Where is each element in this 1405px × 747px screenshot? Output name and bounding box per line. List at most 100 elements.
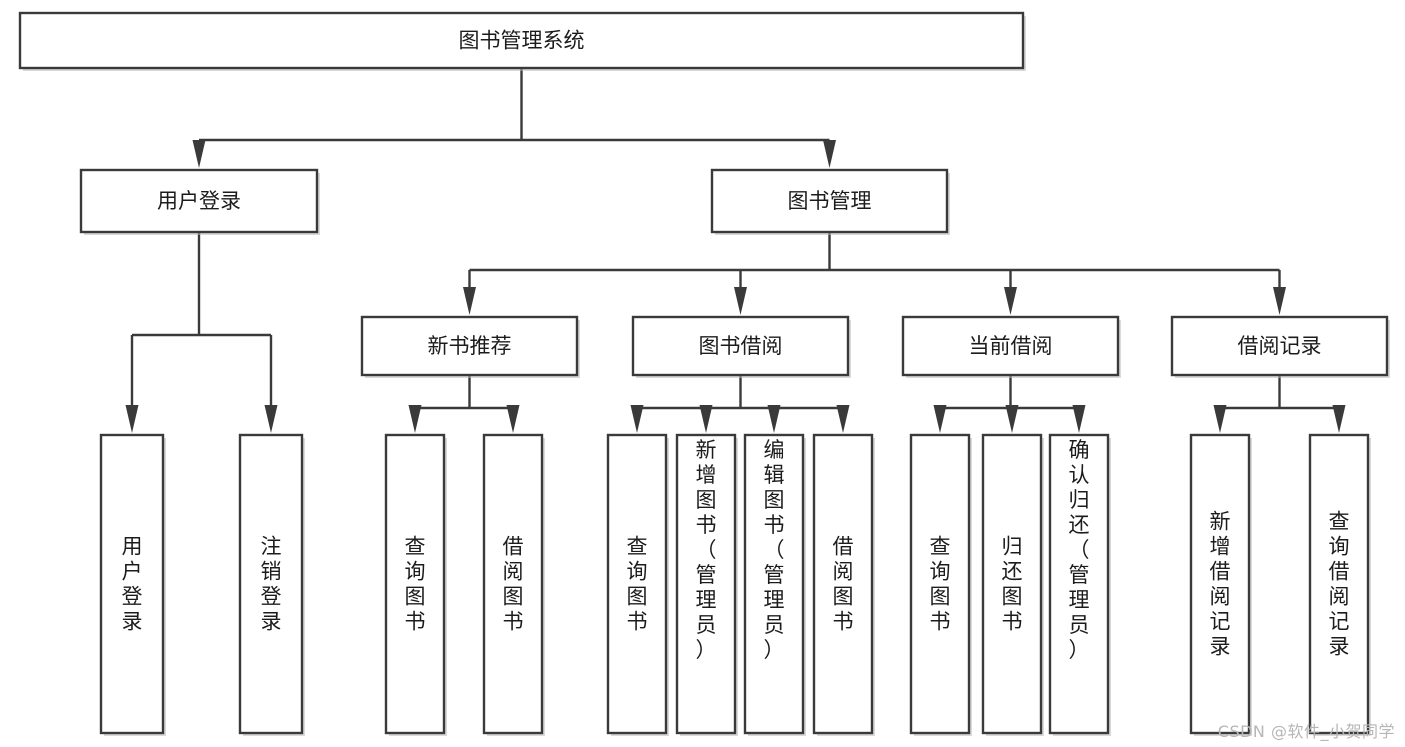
arrow-head-icon	[933, 405, 947, 433]
node-rect[interactable]	[812, 433, 874, 735]
node-label-char: 图	[696, 488, 717, 512]
node-rect[interactable]	[743, 433, 805, 735]
node-rect[interactable]	[675, 433, 737, 735]
node-rect[interactable]	[901, 315, 1120, 377]
node-book-manage[interactable]: 图书管理	[710, 168, 950, 235]
node-rect[interactable]	[79, 168, 319, 234]
arrow-head-icon	[192, 140, 206, 168]
node-label-char: 查	[930, 535, 951, 559]
node-label-char: 新	[1210, 510, 1231, 534]
node-label-char: 阅	[503, 560, 524, 584]
node-label-char: 管	[696, 563, 717, 587]
node-label-char: 阅	[833, 560, 854, 584]
node-label-char: 录	[1210, 635, 1231, 659]
node-new-book-rec[interactable]: 新书推荐	[360, 315, 580, 378]
node-label-char: 注	[261, 535, 282, 559]
node-rect[interactable]	[1170, 315, 1389, 377]
node-label: 新书推荐	[428, 334, 512, 358]
node-label-char: 阅	[1210, 585, 1231, 609]
arrow-head-icon	[1005, 405, 1019, 433]
node-label-char: 认	[1069, 463, 1090, 487]
node-rect[interactable]	[606, 433, 668, 735]
node-label-char: 归	[1002, 535, 1023, 559]
node-label-char: 增	[1210, 535, 1231, 559]
arrow-head-icon	[1273, 287, 1286, 315]
node-rect[interactable]	[631, 315, 850, 377]
node-borrow-record[interactable]: 借阅记录	[1170, 315, 1390, 378]
node-rect[interactable]	[710, 168, 949, 234]
node-user-login[interactable]: 用户登录	[79, 168, 320, 235]
node-rect[interactable]	[482, 433, 544, 735]
node-label-char: 书	[405, 610, 426, 634]
node-rect[interactable]	[1048, 433, 1110, 735]
node-label-char: 图	[405, 585, 426, 609]
arrow-head-icon	[699, 405, 713, 433]
node-label-char: 管	[764, 563, 785, 587]
csdn-watermark: CSDN @软件_小贺同学	[1217, 722, 1395, 741]
node-label-char: 录	[1329, 635, 1350, 659]
node-label-char: 录	[261, 610, 282, 634]
node-rect[interactable]	[909, 433, 971, 735]
arrow-head-icon	[264, 405, 278, 433]
node-label-char: 登	[122, 585, 143, 609]
node-label-char: 查	[405, 535, 426, 559]
node-label: 图书借阅	[699, 334, 783, 358]
node-label-char: 书	[1002, 610, 1023, 634]
arrow-head-icon	[1072, 405, 1086, 433]
node-rect[interactable]	[1308, 433, 1370, 735]
node-label-char: 记	[1210, 610, 1231, 634]
node-label-char: 书	[833, 610, 854, 634]
node-label: 借阅记录	[1238, 334, 1322, 358]
node-rect[interactable]	[981, 433, 1043, 735]
node-rect[interactable]	[99, 433, 165, 735]
node-current-borrow[interactable]: 当前借阅	[901, 315, 1121, 378]
node-label-char: 书	[764, 513, 785, 537]
node-label: 用户登录	[157, 189, 241, 213]
node-label: 图书管理系统	[459, 29, 585, 53]
node-book-borrow[interactable]: 图书借阅	[631, 315, 851, 378]
node-label: 图书管理	[788, 189, 872, 213]
node-label-char: 查	[1329, 510, 1350, 534]
node-label-char: 借	[1210, 560, 1231, 584]
node-label-char: ）	[696, 638, 717, 662]
node-root[interactable]: 图书管理系统	[18, 11, 1026, 71]
arrow-head-icon	[836, 405, 850, 433]
node-rect[interactable]	[360, 315, 579, 377]
node-label-char: 员	[1069, 613, 1090, 637]
node-rect[interactable]	[384, 433, 446, 735]
node-label-char: 书	[696, 513, 717, 537]
node-label-char: 户	[122, 560, 143, 584]
node-label-char: 图	[1002, 585, 1023, 609]
node-label-char: 图	[764, 488, 785, 512]
arrow-head-icon	[463, 287, 476, 315]
node-rect[interactable]	[18, 11, 1025, 70]
node-label-char: 员	[764, 613, 785, 637]
node-label-char: 询	[627, 560, 648, 584]
node-label-char: 理	[764, 588, 785, 612]
node-label-char: 询	[930, 560, 951, 584]
node-leaf-user-login[interactable]: 用户登录	[99, 433, 166, 736]
node-label-char: 编	[764, 438, 785, 462]
node-label-char: 书	[503, 610, 524, 634]
arrow-head-icon	[408, 405, 422, 433]
node-label-char: 图	[833, 585, 854, 609]
node-label-char: 记	[1329, 610, 1350, 634]
node-label-char: （	[1069, 538, 1090, 562]
node-rect[interactable]	[1189, 433, 1251, 735]
node-label-char: （	[696, 538, 717, 562]
node-label-char: 管	[1069, 563, 1090, 587]
node-rect[interactable]	[238, 433, 304, 735]
